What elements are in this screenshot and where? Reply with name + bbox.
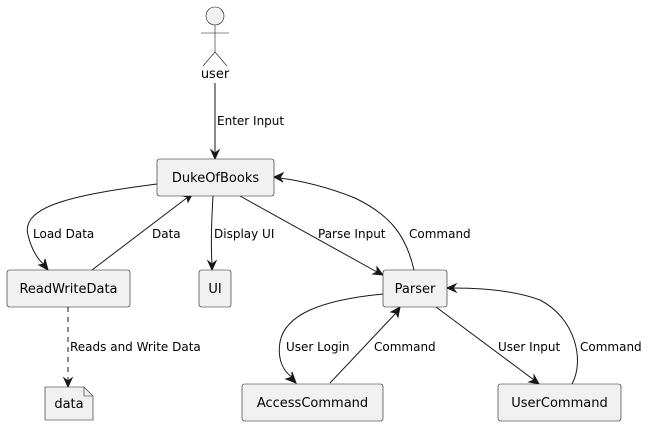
actor-head — [205, 6, 225, 26]
node-data-file: data — [44, 386, 94, 421]
edge-label-user-input: User Input — [498, 340, 561, 354]
edge-label-command-user-parser: Command — [580, 340, 642, 354]
node-label-dukeofbooks: DukeOfBooks — [172, 171, 259, 186]
file-shape — [44, 386, 94, 421]
node-ui: UI — [198, 269, 232, 308]
node-label-accesscommand: AccessCommand — [257, 396, 368, 411]
node-label-parser: Parser — [395, 282, 436, 297]
edge-data — [91, 196, 189, 271]
edge-label-user-login: User Login — [286, 340, 350, 354]
node-accesscommand: AccessCommand — [241, 383, 384, 422]
arrowhead-enter-input — [209, 148, 221, 161]
edges: Enter Input Load Data Data Display UI Pa… — [26, 83, 642, 389]
edge-command-user-parser — [452, 287, 578, 385]
edge-command-access-parser — [329, 312, 397, 384]
edge-label-parse-input: Parse Input — [318, 227, 386, 241]
node-label-ui: UI — [208, 282, 221, 297]
actor-leg-left — [202, 51, 216, 67]
node-parser: Parser — [382, 269, 448, 308]
node-label-data: data — [54, 397, 83, 412]
edge-label-command-parser-duke: Command — [409, 227, 471, 241]
arrowhead-load-data — [37, 258, 49, 272]
edge-command-parser-duke — [279, 177, 415, 271]
actor-leg-right — [214, 51, 228, 67]
edge-user-login — [278, 293, 384, 378]
edge-display-ui — [210, 195, 214, 265]
edge-label-enter-input: Enter Input — [217, 114, 284, 128]
arrowhead-parse-input — [371, 265, 385, 276]
node-label-usercommand: UserCommand — [511, 396, 607, 411]
edge-load-data — [26, 183, 158, 266]
arrowhead-user-input — [527, 373, 540, 385]
arrowhead-command-parser-duke — [272, 171, 285, 183]
arrowhead-user-login — [284, 371, 297, 384]
actor-label: user — [201, 67, 230, 82]
edge-label-load-data: Load Data — [33, 227, 94, 241]
node-usercommand: UserCommand — [497, 383, 622, 422]
arrowhead-command-user-parser — [445, 282, 458, 294]
file-fold — [83, 387, 93, 397]
node-readwritedata: ReadWriteData — [6, 269, 131, 308]
arrowhead-display-ui — [206, 259, 218, 272]
user-actor: user — [201, 6, 230, 82]
edge-parse-input — [239, 195, 378, 273]
node-label-readwritedata: ReadWriteData — [19, 282, 117, 297]
edge-label-command-access-parser: Command — [374, 340, 436, 354]
edge-label-reads-write-data: Reads and Write Data — [70, 340, 201, 354]
node-dukeofbooks: DukeOfBooks — [156, 158, 275, 197]
edge-label-display-ui: Display UI — [214, 227, 274, 241]
arrowhead-command-access-parser — [389, 306, 401, 319]
arrowhead-reads-write-data — [62, 376, 74, 389]
edge-label-data: Data — [152, 227, 181, 241]
edge-user-input — [435, 306, 535, 381]
